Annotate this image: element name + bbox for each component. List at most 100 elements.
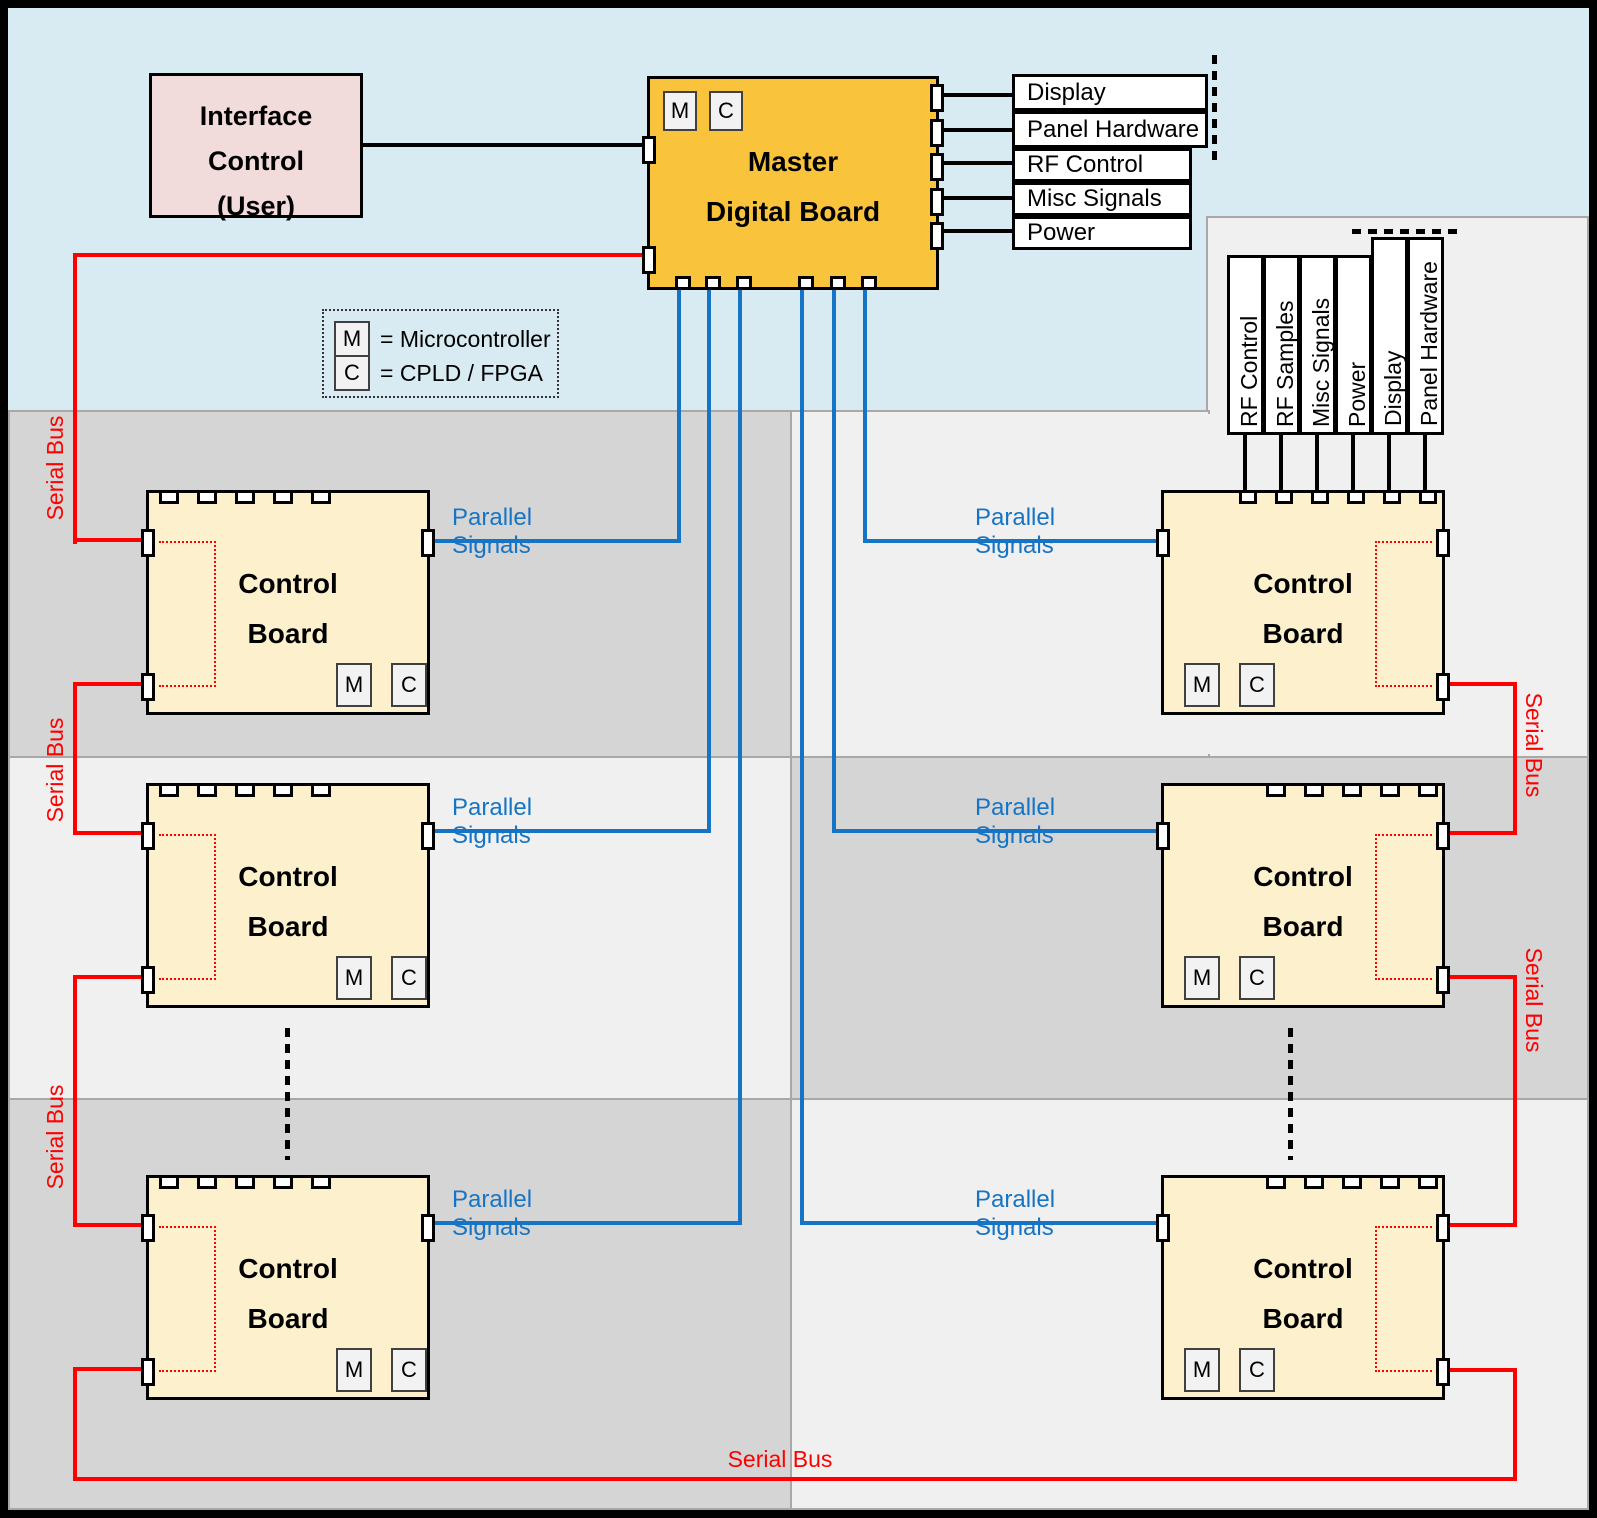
port bbox=[930, 222, 944, 250]
legend-m-text: = Microcontroller bbox=[380, 325, 551, 352]
peripheral-box-panel-hardware: Panel Hardware bbox=[1012, 111, 1208, 148]
port bbox=[1156, 1214, 1170, 1242]
parallel-signal-wire bbox=[430, 829, 711, 833]
port bbox=[930, 153, 944, 181]
chip-label: C bbox=[1249, 672, 1265, 697]
serial-bus-wire bbox=[73, 682, 77, 835]
chip-label: M bbox=[670, 98, 690, 123]
port bbox=[1347, 490, 1365, 504]
serial-bus-wire bbox=[73, 538, 148, 542]
interface-control-title: Interface Control (User) bbox=[199, 101, 313, 221]
control-board-title: Control Board bbox=[238, 1253, 338, 1334]
chip-label: C bbox=[401, 1357, 417, 1382]
microcontroller-chip: M bbox=[663, 91, 697, 131]
serial-bus-wire bbox=[73, 253, 647, 257]
port bbox=[421, 1214, 435, 1242]
port bbox=[197, 783, 217, 797]
master-digital-board: M C Master Digital Board bbox=[642, 76, 944, 290]
dashed-line bbox=[1212, 55, 1217, 165]
serial-bus-wire bbox=[1445, 1223, 1515, 1227]
port bbox=[311, 1175, 331, 1189]
microcontroller-chip: M bbox=[336, 1348, 372, 1392]
parallel-signals-label: Parallel Signals bbox=[975, 1186, 1056, 1241]
port bbox=[1383, 490, 1401, 504]
chip-label: C bbox=[1249, 965, 1265, 990]
serial-bus-label: Serial Bus bbox=[42, 415, 68, 521]
parallel-signals-label: Parallel Signals bbox=[452, 794, 533, 849]
port bbox=[930, 188, 944, 216]
port bbox=[141, 822, 155, 850]
port bbox=[1418, 783, 1438, 797]
serial-bus-label: Serial Bus bbox=[1521, 692, 1547, 798]
parallel-signals-label: Parallel Signals bbox=[975, 504, 1056, 559]
interface-control-box: Interface Control (User) bbox=[149, 73, 363, 221]
legend: M C = Microcontroller = CPLD / FPGA bbox=[322, 309, 559, 398]
bus-input-label: RF Control bbox=[1235, 315, 1262, 427]
port bbox=[141, 673, 155, 701]
cpld-chip: C bbox=[391, 1348, 427, 1392]
parallel-signal-wire bbox=[800, 290, 804, 1225]
parallel-signals-label: Parallel Signals bbox=[452, 504, 533, 559]
bus-input-box-panel-hardware: Panel Hardware bbox=[1407, 237, 1444, 435]
bus-input-wire bbox=[1243, 432, 1247, 490]
peripheral-box-display: Display bbox=[1012, 74, 1208, 111]
microcontroller-chip: M bbox=[336, 663, 372, 707]
port bbox=[141, 1358, 155, 1386]
chip-label: C bbox=[401, 965, 417, 990]
serial-bus-wire bbox=[1513, 1368, 1517, 1481]
port bbox=[159, 783, 179, 797]
port bbox=[1266, 1175, 1286, 1189]
interface-link-wire bbox=[363, 143, 647, 147]
port bbox=[235, 783, 255, 797]
control-board-right-1: Control Board M C bbox=[1156, 490, 1450, 715]
bus-input-label: Misc Signals bbox=[1307, 297, 1334, 427]
port bbox=[1311, 490, 1329, 504]
serial-bus-wire bbox=[73, 253, 77, 544]
cpld-chip: C bbox=[1239, 956, 1275, 1000]
port bbox=[273, 490, 293, 504]
port bbox=[197, 490, 217, 504]
port bbox=[1266, 783, 1286, 797]
parallel-signal-wire bbox=[738, 290, 742, 1225]
port bbox=[141, 966, 155, 994]
bus-input-label: Power bbox=[1343, 361, 1370, 427]
port bbox=[736, 276, 752, 290]
bus-input-label: RF Samples bbox=[1271, 300, 1298, 427]
parallel-signals-label: Parallel Signals bbox=[452, 1186, 533, 1241]
bus-input-box-rf-samples: RF Samples bbox=[1263, 255, 1300, 435]
peripheral-wire bbox=[939, 196, 1012, 200]
bus-input-wire bbox=[1315, 432, 1319, 490]
peripheral-box-rf-control: RF Control bbox=[1012, 148, 1192, 182]
legend-c-text: = CPLD / FPGA bbox=[380, 359, 543, 386]
bus-input-wire bbox=[1279, 432, 1283, 490]
port bbox=[1342, 783, 1362, 797]
port bbox=[273, 783, 293, 797]
control-board-title: Control Board bbox=[1253, 861, 1353, 942]
chip-label: C bbox=[1249, 1357, 1265, 1382]
internal-serial-trace bbox=[159, 1226, 216, 1372]
peripheral-label: Power bbox=[1027, 219, 1096, 246]
microcontroller-chip: M bbox=[334, 321, 370, 357]
parallel-signal-wire bbox=[863, 290, 867, 543]
chip-label: M bbox=[344, 672, 364, 697]
serial-bus-wire bbox=[73, 975, 148, 979]
legend-m-symbol: M bbox=[342, 326, 362, 351]
control-board-left-3: Control Board M C bbox=[141, 1175, 435, 1400]
port bbox=[1380, 1175, 1400, 1189]
parallel-signal-wire bbox=[800, 1221, 1161, 1225]
internal-serial-trace bbox=[159, 834, 216, 980]
port bbox=[1436, 966, 1450, 994]
peripheral-box-misc-signals: Misc Signals bbox=[1012, 182, 1192, 216]
serial-bus-wire bbox=[1445, 1368, 1515, 1372]
control-board-left-1: Control Board M C bbox=[141, 490, 435, 715]
microcontroller-chip: M bbox=[1184, 956, 1220, 1000]
port bbox=[159, 1175, 179, 1189]
chip-label: C bbox=[401, 672, 417, 697]
control-board-title: Control Board bbox=[1253, 568, 1353, 649]
cpld-chip: C bbox=[334, 355, 370, 391]
peripheral-wire bbox=[939, 128, 1012, 132]
parallel-signal-wire bbox=[832, 829, 1161, 833]
port bbox=[235, 1175, 255, 1189]
serial-bus-wire bbox=[73, 975, 77, 1227]
serial-bus-wire bbox=[1445, 682, 1515, 686]
